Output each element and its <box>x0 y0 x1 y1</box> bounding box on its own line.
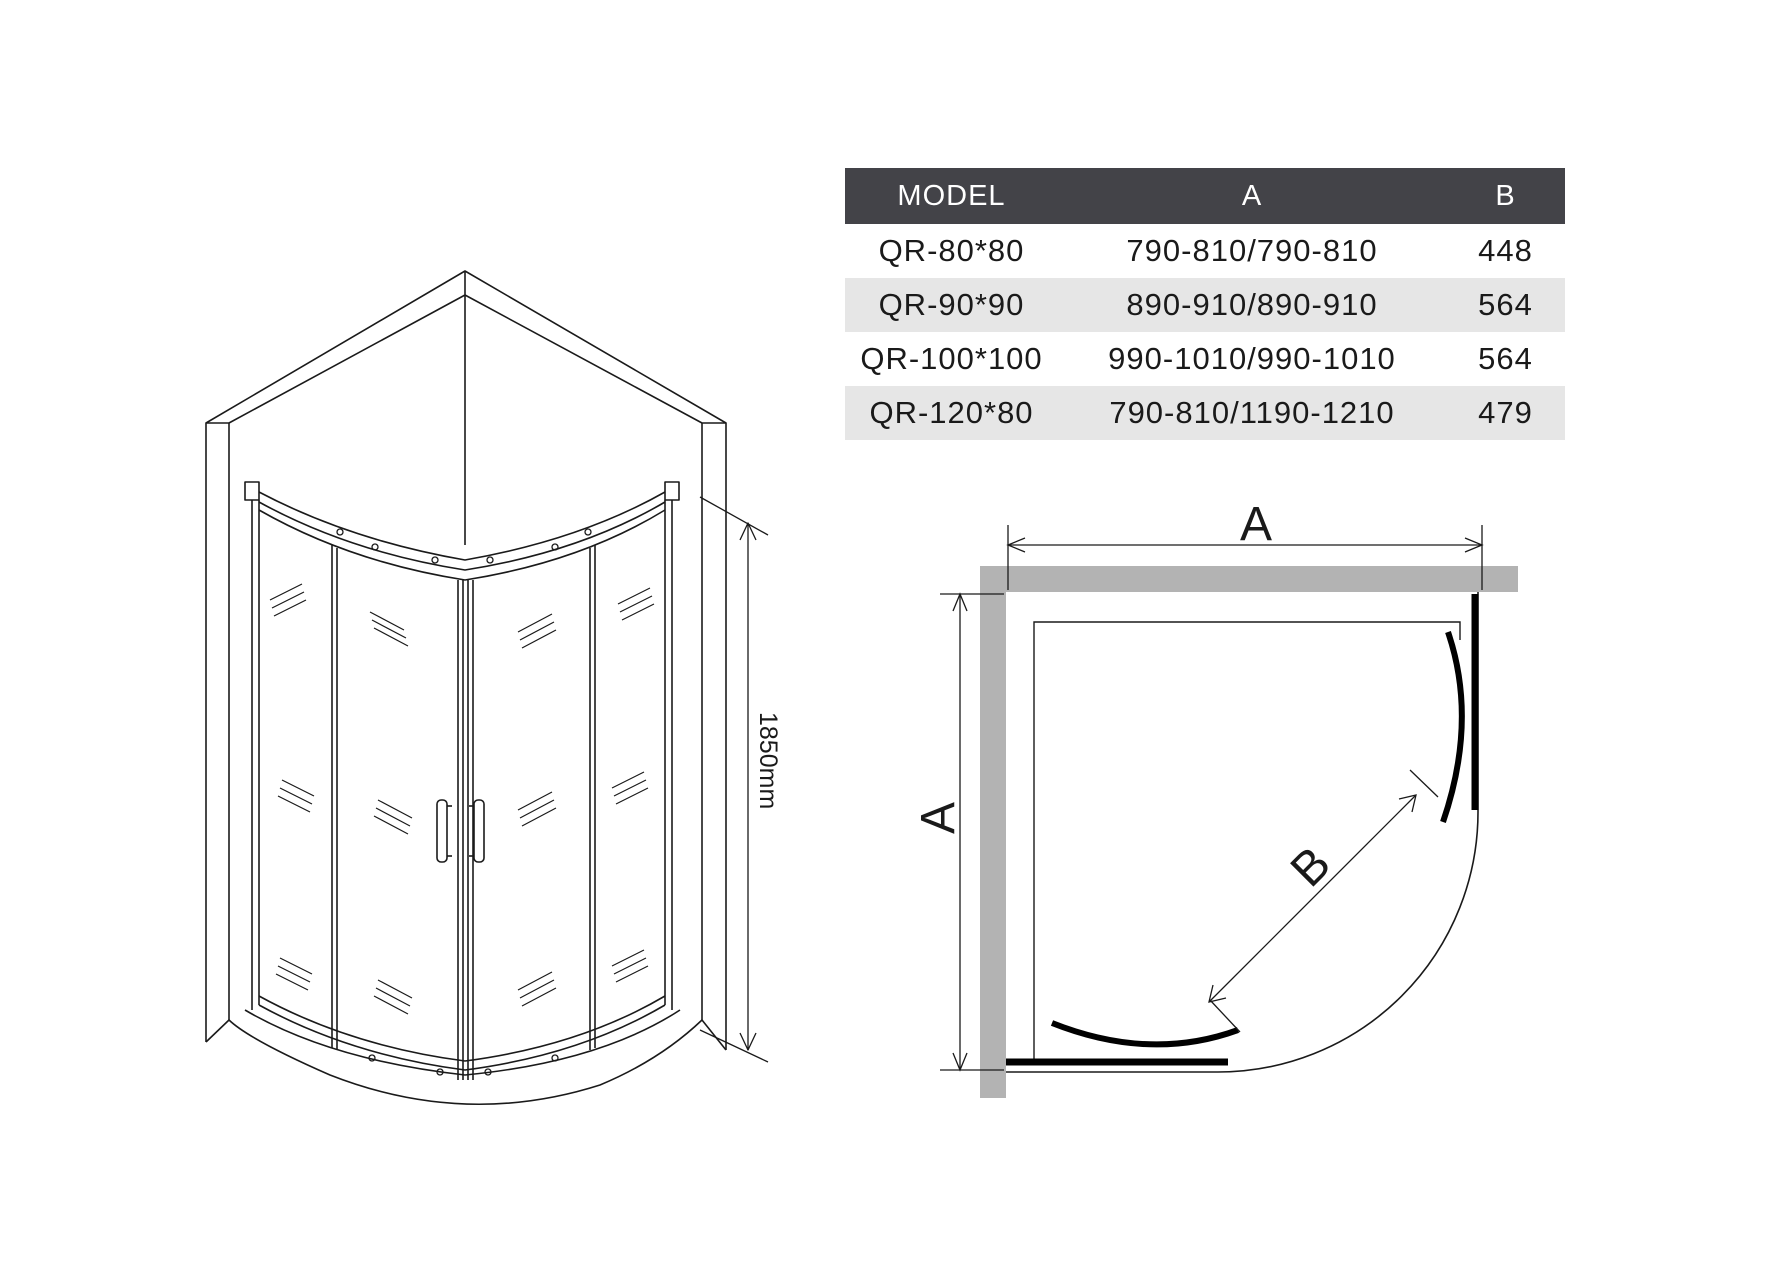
cell-model: QR-120*80 <box>845 386 1058 440</box>
cell-b: 564 <box>1478 341 1533 376</box>
cell-b: 479 <box>1446 386 1565 440</box>
cell-a: 890-910/890-910 <box>1058 278 1446 332</box>
model-spec-table: MODEL A B QR-80*80 790-810/790-810 448 Q… <box>845 168 1565 440</box>
glass-panels <box>1006 594 1479 1066</box>
table-header-row: MODEL A B <box>845 168 1565 224</box>
cell-model: QR-100*100 <box>860 341 1043 376</box>
height-dimension-line <box>699 496 769 1063</box>
header-b: B <box>1446 168 1565 224</box>
shower-tray <box>228 1009 703 1106</box>
glass-reflections <box>269 583 655 1015</box>
diagonal-label: B <box>1281 837 1341 897</box>
corner-walls <box>205 270 727 1051</box>
cell-a: 790-810/1190-1210 <box>1058 386 1446 440</box>
width-dimension-line <box>1006 525 1484 590</box>
table-row: QR-80*80 790-810/790-810 448 <box>845 224 1565 278</box>
header-a: A <box>1058 168 1446 224</box>
door-rollers <box>336 528 592 1076</box>
cell-b: 564 <box>1446 278 1565 332</box>
cell-a: 790-810/790-810 <box>1126 233 1378 268</box>
table-row: QR-120*80 790-810/1190-1210 479 <box>845 386 1565 440</box>
tray-outline <box>1006 592 1479 1073</box>
depth-dimension-line <box>940 592 1004 1072</box>
cell-b: 448 <box>1478 233 1533 268</box>
cell-model: QR-80*80 <box>878 233 1025 268</box>
cell-a: 990-1010/990-1010 <box>1108 341 1396 376</box>
cell-model: QR-90*90 <box>845 278 1058 332</box>
width-label: A <box>1240 498 1272 551</box>
table-row: QR-100*100 990-1010/990-1010 564 <box>845 332 1565 386</box>
diagonal-dimension-line <box>1208 769 1439 1033</box>
enclosure-frame <box>244 481 680 1080</box>
header-model: MODEL <box>845 168 1058 224</box>
height-label: 1850mm <box>754 712 782 809</box>
table-row: QR-90*90 890-910/890-910 564 <box>845 278 1565 332</box>
inner-floor <box>1033 621 1461 1060</box>
depth-label: A <box>912 802 965 834</box>
door-handles <box>436 799 485 863</box>
plan-walls <box>980 566 1518 1098</box>
